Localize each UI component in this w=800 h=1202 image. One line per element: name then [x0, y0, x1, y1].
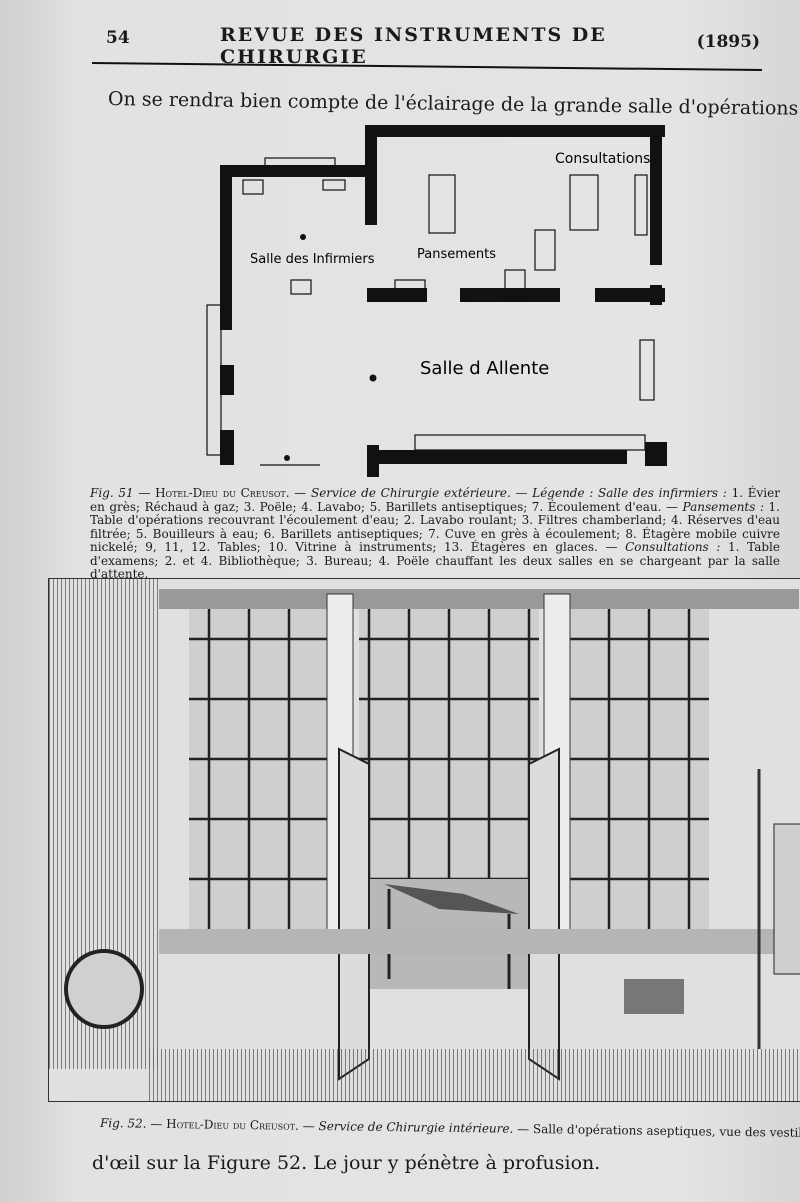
room-label-consultations: Consultations: [555, 151, 650, 167]
year: (1895): [696, 32, 760, 52]
fig51-pansements: 1. Table d'opérations recouvrant l'écoul…: [90, 499, 780, 554]
fig51-label: Fig. 51: [90, 486, 134, 500]
fig52-institution: Hotel-Dieu du Creusot.: [166, 1116, 299, 1133]
figure-52-caption: Fig. 52. — Hotel-Dieu du Creusot. — Serv…: [100, 1116, 800, 1140]
operating-room-engraving: [48, 578, 800, 1102]
lead-text: On se rendra bien compte de l'éclairage …: [107, 88, 800, 122]
fig51-pansements-label: Pansements :: [682, 499, 764, 514]
page-number: 54: [106, 28, 130, 48]
closing-text: d'œil sur la Figure 52. Le jour y pénètr…: [92, 1152, 601, 1174]
floor-plan-figure: Consultations Salle des Infirmiers Panse…: [206, 125, 667, 477]
fig52-service: — Service de Chirurgie intérieure.: [302, 1118, 514, 1136]
fig51-service: Service de Chirurgie extérieure. — Légen…: [310, 486, 727, 500]
page-header: 54 REVUE DES INSTRUMENTS DE CHIRURGIE (1…: [100, 22, 760, 68]
fig51-institution: Hotel-Dieu du Creusot.: [155, 486, 290, 500]
room-label-attente: Salle d Allente: [420, 358, 549, 379]
fig51-legend: 1. Évier en grès; Réchaud à gaz; 3. Poël…: [90, 486, 780, 514]
fig52-label: Fig. 52.: [99, 1116, 147, 1131]
fig51-consultations-label: Consultations :: [625, 540, 721, 554]
fig52-description: — Salle d'opérations aseptiques, vue des…: [517, 1121, 800, 1141]
room-label-pansements: Pansements: [417, 247, 496, 262]
room-label-infirmiers: Salle des Infirmiers: [250, 252, 375, 267]
fig51-consultations: 1. Table d'examens; 2. et 4. Bibliothèqu…: [90, 540, 780, 581]
running-title: REVUE DES INSTRUMENTS DE CHIRURGIE: [220, 24, 607, 68]
figure-51-caption: Fig. 51 — Hotel-Dieu du Creusot. — Servi…: [90, 486, 780, 581]
